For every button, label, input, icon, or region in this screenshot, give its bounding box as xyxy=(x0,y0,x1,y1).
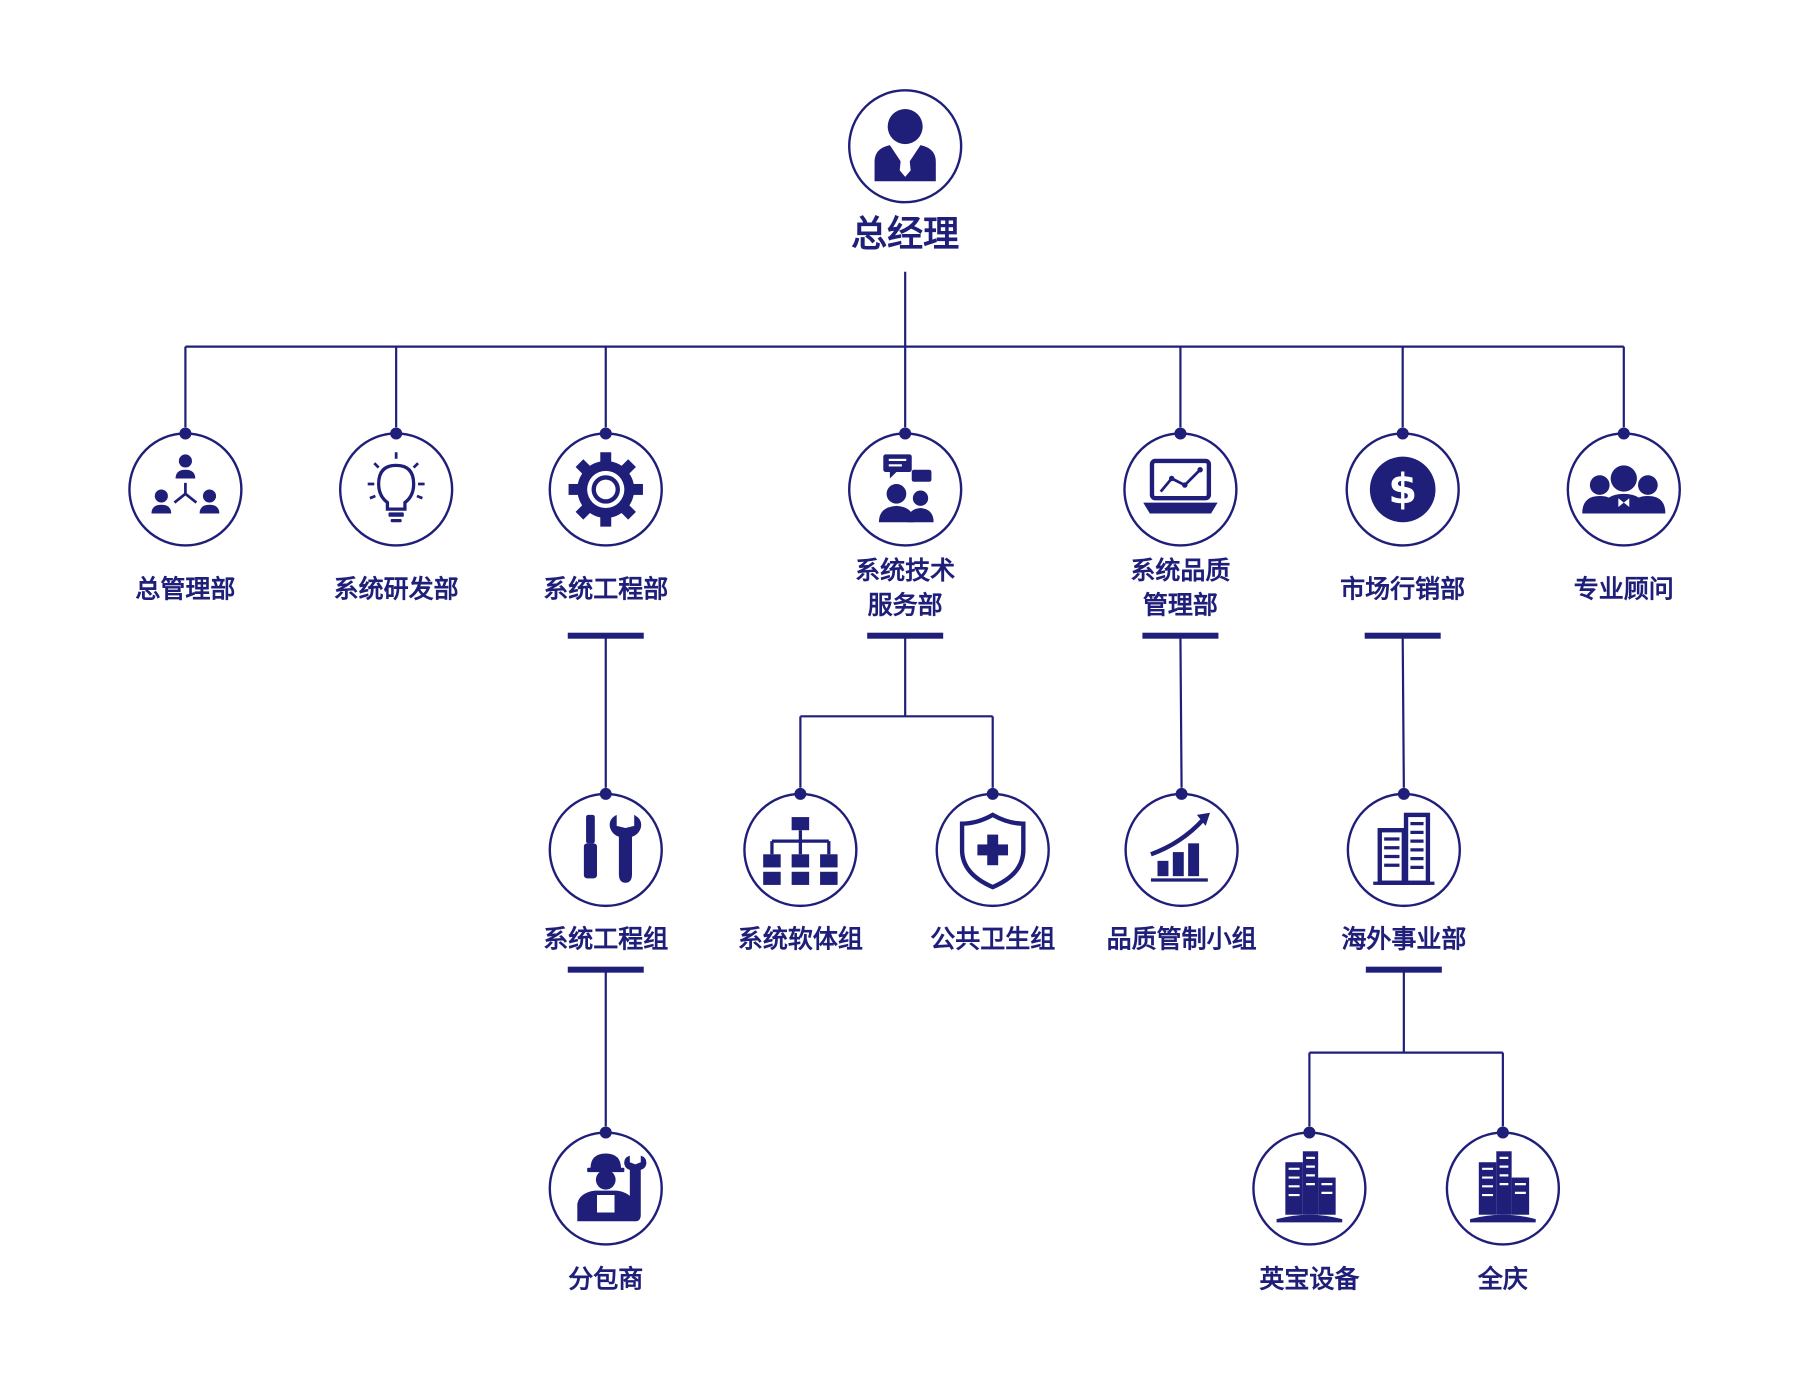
connector-dot xyxy=(599,787,612,800)
node-health: 公共卫生组 xyxy=(930,787,1055,954)
node-label-line: 系统品质 xyxy=(1130,556,1230,585)
node-software: 系统软体组 xyxy=(738,787,863,954)
connector-dot xyxy=(794,787,807,800)
node-subcon: 分包商 xyxy=(548,1126,663,1293)
connector-dot xyxy=(1397,787,1410,800)
connector-line xyxy=(1179,635,1183,788)
node-circle xyxy=(1124,792,1239,908)
connector-bars xyxy=(567,632,1442,973)
node-label-subcon: 分包商 xyxy=(568,1264,643,1293)
connector-bar xyxy=(867,632,944,639)
node-circle xyxy=(338,432,454,547)
node-qc: 品质管制小组 xyxy=(1107,787,1257,954)
connector-dot xyxy=(1303,1126,1316,1139)
node-enggroup: 系统工程组 xyxy=(543,787,668,954)
node-label-ceo: 总经理 xyxy=(851,214,959,255)
node-label-quality: 系统品质管理部 xyxy=(1130,556,1230,620)
connector-bar xyxy=(567,632,644,639)
connector-line xyxy=(1401,635,1405,788)
node-label-marketing: 市场行销部 xyxy=(1340,574,1465,603)
node-rnd: 系统研发部 xyxy=(334,427,459,603)
connector-dot xyxy=(1396,427,1409,440)
gear-icon xyxy=(568,452,643,527)
node-admin: 总管理部 xyxy=(128,427,243,603)
connector-dot xyxy=(179,427,192,440)
node-label-qc: 品质管制小组 xyxy=(1107,925,1257,954)
connector-dot xyxy=(599,1126,612,1139)
connector-bar xyxy=(1364,632,1441,639)
node-circle xyxy=(1123,432,1238,547)
node-circle xyxy=(548,792,663,908)
node-label-techsvc: 系统技术服务部 xyxy=(855,556,955,620)
connector-dot xyxy=(1617,427,1630,440)
connector-dot xyxy=(1496,1126,1509,1139)
node-label-consult: 专业顾问 xyxy=(1574,574,1674,603)
connector-dot xyxy=(1174,427,1187,440)
node-eng: 系统工程部 xyxy=(543,427,668,603)
node-label-line: 管理部 xyxy=(1143,591,1218,620)
node-yingbao: 英宝设备 xyxy=(1252,1126,1367,1293)
node-label-quanqing: 全庆 xyxy=(1477,1264,1528,1293)
node-quanqing: 全庆 xyxy=(1445,1126,1561,1293)
node-techsvc: 系统技术服务部 xyxy=(848,427,963,620)
connector-dot xyxy=(1175,787,1188,800)
node-circle xyxy=(848,89,963,204)
node-label-admin: 总管理部 xyxy=(135,574,235,603)
node-label-enggroup: 系统工程组 xyxy=(543,925,668,954)
connector-dot xyxy=(599,427,612,440)
node-label-line: 系统技术 xyxy=(855,556,955,585)
node-label-overseas: 海外事业部 xyxy=(1341,925,1466,954)
node-label-health: 公共卫生组 xyxy=(930,925,1055,954)
node-label-rnd: 系统研发部 xyxy=(334,574,459,603)
connector-bar xyxy=(1365,966,1442,973)
dollar-coin-icon xyxy=(1369,456,1436,523)
node-overseas: 海外事业部 xyxy=(1341,787,1466,954)
node-label-yingbao: 英宝设备 xyxy=(1259,1264,1360,1293)
node-label-line: 服务部 xyxy=(868,591,943,620)
connector-lines xyxy=(184,271,1625,1127)
node-marketing: 市场行销部 xyxy=(1340,427,1465,603)
node-quality: 系统品质管理部 xyxy=(1123,427,1238,620)
connector-dot xyxy=(899,427,912,440)
connector-dot xyxy=(986,787,999,800)
node-consult: 专业顾问 xyxy=(1566,427,1681,603)
node-ceo: 总经理 xyxy=(848,89,963,255)
connector-bar xyxy=(567,966,644,973)
connector-dot xyxy=(390,427,403,440)
node-label-software: 系统软体组 xyxy=(738,925,863,954)
node-label-eng: 系统工程部 xyxy=(543,574,668,603)
connector-bar xyxy=(1142,632,1219,639)
